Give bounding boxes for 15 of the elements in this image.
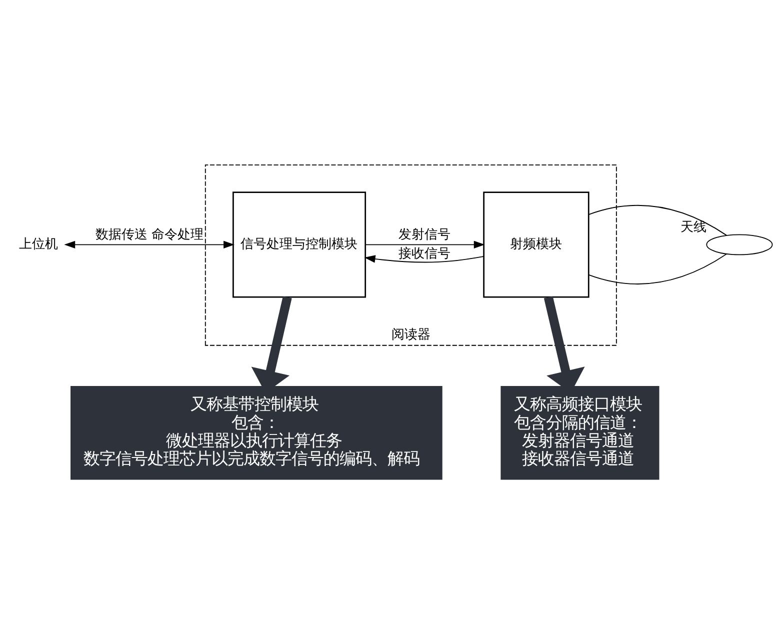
edge-label: 接收信号	[398, 246, 451, 262]
arrow	[364, 255, 484, 263]
node-box: 射频模块	[483, 192, 590, 298]
arrow	[365, 240, 485, 249]
edge-label: 发射信号	[398, 227, 451, 242]
node-box: 信号处理与控制模块	[232, 192, 366, 298]
node-coil	[706, 234, 773, 256]
node-label: 天线	[680, 220, 706, 236]
connector	[588, 254, 727, 284]
arrow	[64, 240, 234, 249]
node-box: 又称基带控制模块 包含： 微处理器以执行计算任务 数字信号处理芯片以完成数字信号的编码、解码	[70, 386, 442, 480]
node-box: 又称高频接口模块 包含分隔的信道： 发射器信号通道 接收器信号通道	[500, 386, 660, 480]
node-text: 上位机	[19, 237, 58, 252]
connector	[588, 204, 727, 236]
edge-label: 数据传送 命令处理	[95, 227, 204, 242]
